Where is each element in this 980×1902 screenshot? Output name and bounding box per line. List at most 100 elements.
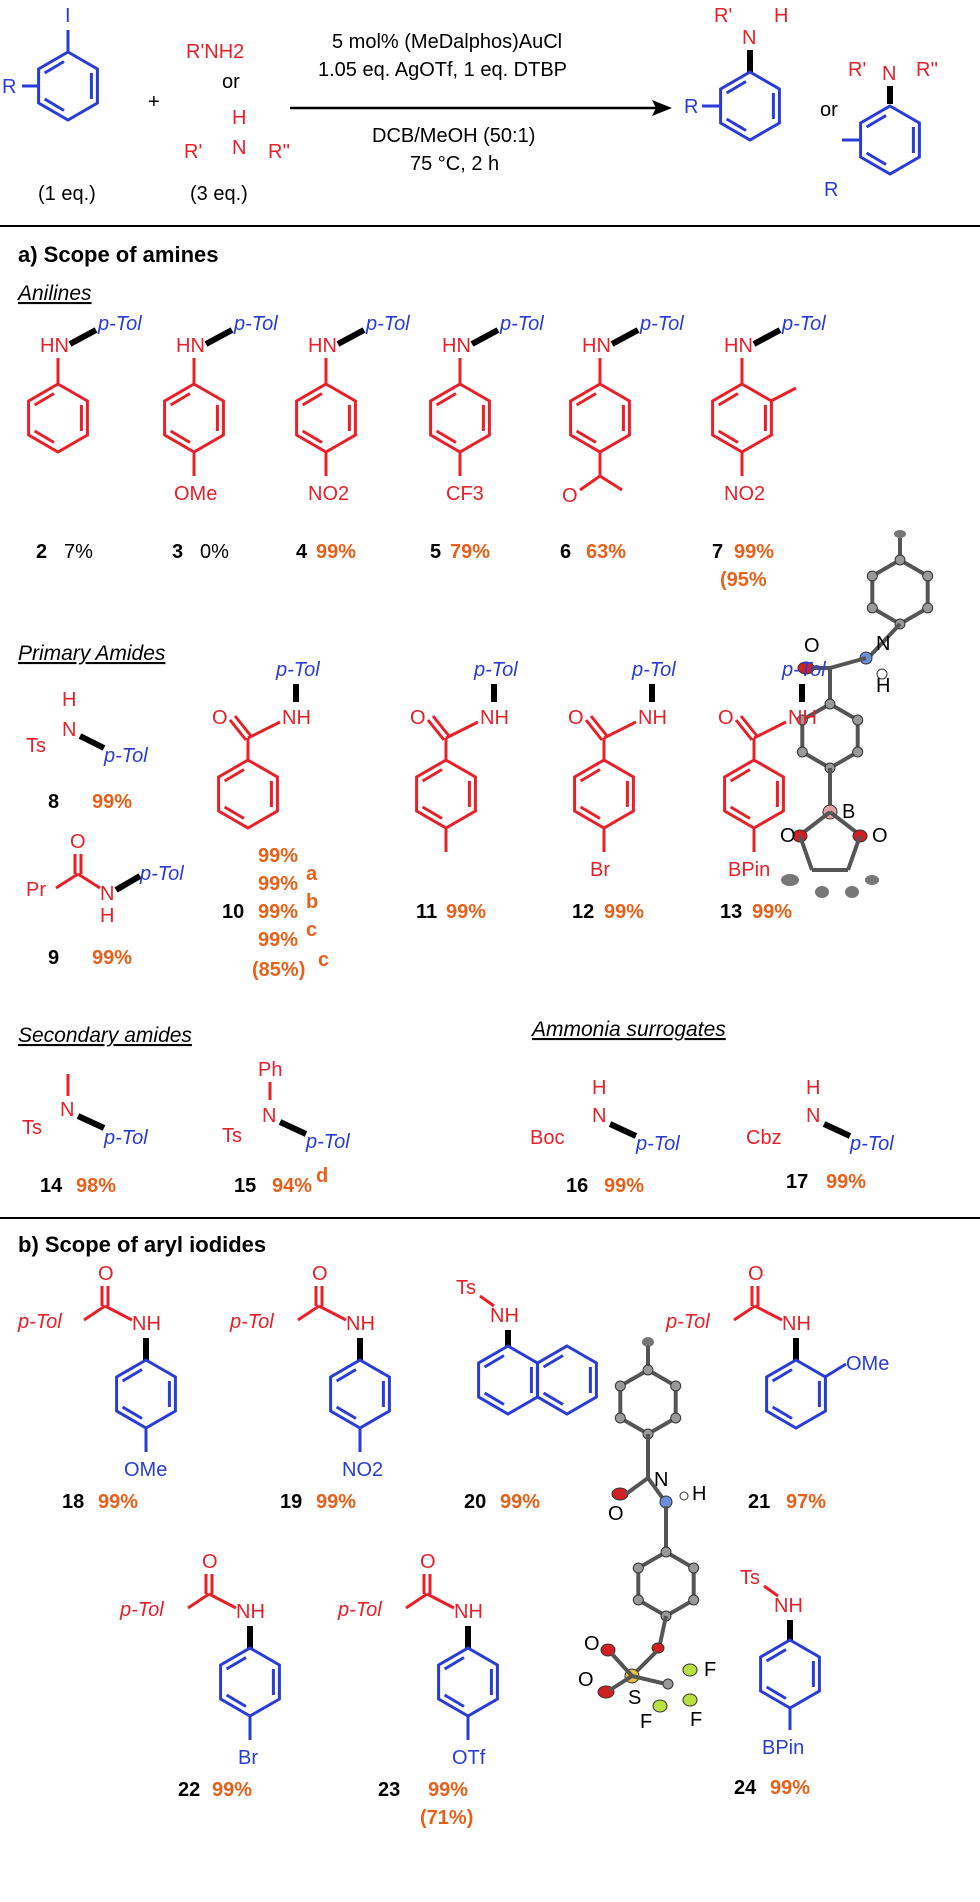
svg-text:p-Tol: p-Tol	[781, 659, 826, 681]
svg-text:a: a	[306, 863, 318, 885]
svg-text:B: B	[842, 801, 855, 823]
svg-text:12: 12	[572, 901, 594, 923]
svg-text:18: 18	[62, 1491, 84, 1513]
svg-text:H: H	[806, 1077, 820, 1099]
svg-text:H: H	[62, 689, 76, 711]
svg-text:H: H	[876, 675, 890, 697]
svg-text:98%: 98%	[76, 1175, 116, 1197]
svg-text:OMe: OMe	[846, 1353, 889, 1375]
svg-text:6: 6	[560, 541, 571, 563]
svg-text:O: O	[70, 831, 86, 853]
svg-text:99%: 99%	[734, 541, 774, 563]
compound-11: p-Tol NH O 11 99%	[410, 659, 518, 923]
svg-text:p-Tol: p-Tol	[103, 1127, 148, 1149]
svg-text:N: N	[592, 1105, 606, 1127]
section-a-title: a) Scope of amines	[18, 242, 219, 267]
svg-text:O: O	[410, 707, 426, 729]
svg-text:23: 23	[378, 1779, 400, 1801]
svg-text:99%: 99%	[500, 1491, 540, 1513]
svg-text:79%: 79%	[450, 541, 490, 563]
svg-text:Ts: Ts	[456, 1277, 476, 1299]
compound-2: HN p-Tol 2 7%	[27, 313, 142, 563]
svg-text:7: 7	[712, 541, 723, 563]
svg-text:p-Tol: p-Tol	[665, 1311, 710, 1333]
svg-text:NH: NH	[774, 1595, 803, 1617]
svg-text:NH: NH	[788, 707, 817, 729]
svg-text:p-Tol: p-Tol	[337, 1599, 382, 1621]
svg-text:2: 2	[36, 541, 47, 563]
svg-text:NH: NH	[236, 1601, 265, 1623]
svg-text:Br: Br	[238, 1747, 258, 1769]
svg-text:19: 19	[280, 1491, 302, 1513]
svg-text:99%: 99%	[752, 901, 792, 923]
compound-17: H N Cbz p-Tol 17 99%	[746, 1077, 894, 1193]
prod2-n: N	[882, 63, 896, 85]
svg-text:Ts: Ts	[740, 1567, 760, 1589]
svg-text:p-Tol: p-Tol	[499, 313, 544, 335]
svg-text:O: O	[562, 485, 578, 507]
svg-text:NO2: NO2	[308, 483, 349, 505]
svg-text:H: H	[592, 1077, 606, 1099]
scheme-reactant-amines: R'NH2 or H N R' R'' (3 eq.)	[184, 41, 290, 205]
svg-text:p-Tol: p-Tol	[103, 745, 148, 767]
primary-amides-title: Primary Amides	[18, 642, 166, 665]
svg-text:p-Tol: p-Tol	[97, 313, 142, 335]
svg-text:BPin: BPin	[728, 859, 770, 881]
svg-text:O: O	[804, 635, 820, 657]
r-group-label: R	[2, 76, 16, 98]
svg-text:BPin: BPin	[762, 1737, 804, 1759]
prod1-h: H	[774, 5, 788, 27]
plus-sign: +	[148, 91, 160, 113]
svg-text:N: N	[806, 1105, 820, 1127]
svg-text:O: O	[98, 1263, 114, 1285]
svg-text:20: 20	[464, 1491, 486, 1513]
svg-text:16: 16	[566, 1175, 588, 1197]
condition-solvent: DCB/MeOH (50:1)	[372, 125, 535, 147]
compound-14: N Ts p-Tol 14 98%	[22, 1074, 148, 1197]
svg-text:OMe: OMe	[174, 483, 217, 505]
svg-text:Ts: Ts	[26, 735, 46, 757]
compound-19: O p-Tol NH NO2 19 99%	[229, 1263, 391, 1513]
svg-text:p-Tol: p-Tol	[635, 1133, 680, 1155]
svg-text:Ts: Ts	[22, 1117, 42, 1139]
ammonia-surrogates-title: Ammonia surrogates	[530, 1018, 726, 1041]
svg-text:p-Tol: p-Tol	[119, 1599, 164, 1621]
svg-text:H: H	[100, 905, 114, 927]
svg-text:4: 4	[296, 541, 308, 563]
svg-text:p-Tol: p-Tol	[781, 313, 826, 335]
svg-text:HN: HN	[442, 335, 471, 357]
svg-text:(85%): (85%)	[252, 959, 305, 981]
svg-text:15: 15	[234, 1175, 256, 1197]
svg-text:N: N	[876, 633, 890, 655]
svg-text:N: N	[60, 1099, 74, 1121]
prod2-r2: R''	[916, 59, 938, 81]
svg-text:N: N	[100, 883, 114, 905]
svg-text:99%: 99%	[428, 1779, 468, 1801]
svg-text:O: O	[872, 825, 888, 847]
svg-text:NO2: NO2	[724, 483, 765, 505]
svg-text:(95%: (95%	[720, 569, 767, 591]
prod2-rgroup: R	[824, 179, 838, 201]
compound-7: HN p-Tol NO2 7 99% (95%	[711, 313, 826, 591]
svg-text:N: N	[654, 1469, 668, 1491]
svg-text:99%: 99%	[258, 901, 298, 923]
svg-text:Br: Br	[590, 859, 610, 881]
scheme-conditions: 5 mol% (MeDalphos)AuCl 1.05 eq. AgOTf, 1…	[290, 31, 672, 175]
svg-text:CF3: CF3	[446, 483, 484, 505]
svg-text:HN: HN	[582, 335, 611, 357]
svg-text:p-Tol: p-Tol	[17, 1311, 62, 1333]
svg-text:NO2: NO2	[342, 1459, 383, 1481]
svg-text:p-Tol: p-Tol	[365, 313, 410, 335]
svg-text:Cbz: Cbz	[746, 1127, 782, 1149]
svg-text:HN: HN	[176, 335, 205, 357]
svg-text:99%: 99%	[770, 1777, 810, 1799]
svg-text:O: O	[202, 1551, 218, 1573]
compound-16: H N Boc p-Tol 16 99%	[530, 1077, 680, 1197]
prod2-r1: R'	[848, 59, 866, 81]
compound-13: p-Tol NH O BPin 13 99%	[718, 659, 826, 923]
svg-text:Ph: Ph	[258, 1059, 282, 1081]
compound-15: Ph N Ts p-Tol 15 94% d	[222, 1059, 350, 1197]
svg-text:99%: 99%	[212, 1779, 252, 1801]
svg-text:99%: 99%	[316, 1491, 356, 1513]
